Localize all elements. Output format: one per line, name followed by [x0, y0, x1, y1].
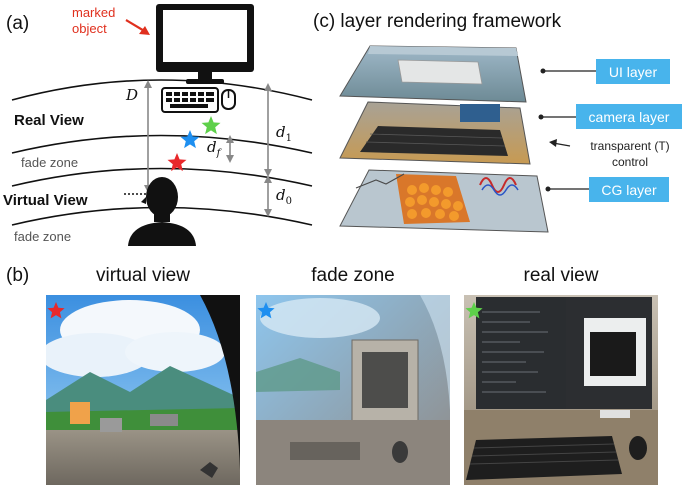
fade-zone-caption: fade zone [311, 265, 394, 286]
panel-c-title: (c) layer rendering framework [313, 11, 562, 32]
cg-layer-plane [339, 169, 549, 233]
virtual-view-image [46, 295, 240, 485]
cg-layer-label-box [589, 177, 669, 202]
distance-d0-label: d0 [276, 186, 292, 207]
real-view-caption: real view [524, 265, 599, 286]
panel-c: (c) layer rendering framework [313, 11, 682, 233]
real-view-green-star-icon [465, 302, 483, 319]
transparent-label-line1: transparent (T) [590, 139, 669, 153]
cg-layer-dot [545, 186, 551, 192]
distance-d1-label: d1 [276, 123, 292, 144]
ui-layer-dot [540, 68, 546, 74]
keyboard-icon [161, 87, 219, 113]
fade-zone-label-lower: fade zone [14, 229, 71, 244]
distance-df-arrow [226, 135, 234, 163]
panel-a: (a) marked object Real Vi [3, 4, 313, 246]
cg-layer-label: CG layer [601, 182, 657, 198]
panel-b-tag: (b) [6, 265, 29, 286]
fade-zone-blue-star-icon [257, 302, 275, 319]
person-silhouette-icon [128, 177, 196, 246]
monitor-icon [156, 4, 254, 84]
arc-3 [11, 167, 313, 187]
ui-layer-label: UI layer [609, 64, 658, 80]
distance-df-label: df [207, 138, 223, 159]
green-star-icon [201, 116, 221, 135]
real-view-image [464, 295, 658, 485]
camera-layer-dot [538, 114, 544, 120]
distance-D-arrow [144, 80, 152, 193]
red-star-icon [167, 153, 187, 172]
distance-D-label: D [125, 86, 138, 104]
panel-a-tag: (a) [6, 13, 29, 34]
distance-d1-arrow [264, 83, 272, 177]
camera-layer-label-box [576, 104, 682, 129]
real-view-label: Real View [14, 112, 84, 129]
distance-d0-arrow [264, 175, 272, 217]
marked-object-label-line2: object [72, 21, 107, 36]
mouse-icon [221, 89, 236, 110]
transparent-arrowhead [549, 139, 557, 147]
marked-object-arrowhead [139, 26, 150, 35]
ui-layer-label-box [596, 59, 670, 84]
panel-b: (b) virtual view fade zone real view [6, 265, 658, 485]
marked-object-label-line1: marked [72, 5, 115, 20]
camera-layer-label: camera layer [589, 109, 670, 125]
ui-layer-plane [339, 45, 527, 103]
virtual-view-caption: virtual view [96, 265, 190, 286]
camera-layer-plane [339, 101, 531, 165]
fade-zone-label-upper: fade zone [21, 155, 78, 170]
virtual-view-label: Virtual View [3, 192, 88, 209]
arc-2 [11, 134, 313, 154]
arc-1 [11, 79, 313, 101]
virtual-view-red-star-icon [47, 302, 65, 319]
transparent-label-line2: control [612, 155, 648, 169]
fade-zone-image [256, 295, 450, 485]
blue-star-icon [180, 130, 200, 149]
